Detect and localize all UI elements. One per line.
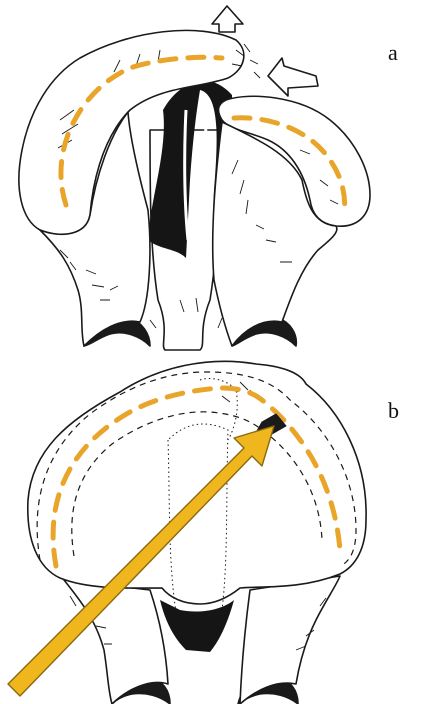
panel-b-dome [28, 361, 366, 604]
outline-arrow-icon [212, 6, 243, 32]
panel-a-drawing [19, 6, 370, 350]
outline-arrow-icon [268, 58, 318, 96]
panel-b-drawing [8, 361, 366, 704]
panel-label-b: b [388, 398, 399, 424]
panel-b-septal-shadow [160, 600, 234, 652]
panel-label-a: a [388, 40, 398, 66]
